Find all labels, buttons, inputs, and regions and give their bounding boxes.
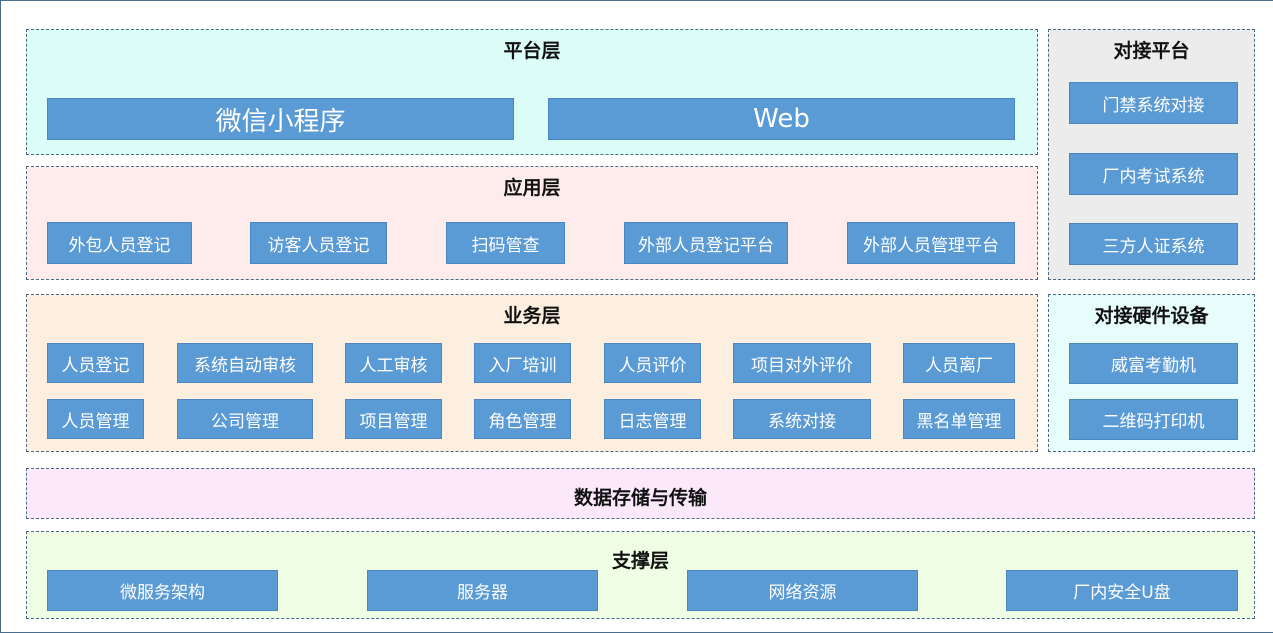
blacklist-management-box: 黑名单管理 (903, 399, 1015, 439)
factory-training-box: 入厂培训 (474, 343, 571, 383)
project-external-evaluation-box: 项目对外评价 (733, 343, 871, 383)
network-resources-box: 网络资源 (687, 570, 918, 611)
data-layer-panel: 数据存储与传输 (26, 468, 1255, 519)
application-layer-title: 应用层 (503, 177, 561, 199)
external-registration-platform-box: 外部人员登记平台 (624, 222, 788, 264)
scan-check-box: 扫码管查 (446, 222, 565, 264)
wechat-miniprogram-box: 微信小程序 (47, 98, 514, 140)
business-layer-panel: 业务层 人员登记 系统自动审核 人工审核 入厂培训 人员评价 项目对外评价 人员… (26, 294, 1038, 452)
platform-layer-panel: 平台层 微信小程序 Web (26, 29, 1038, 155)
microservice-architecture-box: 微服务架构 (47, 570, 278, 611)
attendance-machine-box: 威富考勤机 (1069, 343, 1238, 384)
log-management-box: 日志管理 (604, 399, 701, 439)
factory-exam-system-box: 厂内考试系统 (1069, 153, 1238, 195)
role-management-box: 角色管理 (474, 399, 571, 439)
docking-hardware-title: 对接硬件设备 (1094, 305, 1209, 327)
data-layer-title: 数据存储与传输 (573, 487, 707, 509)
third-party-id-system-box: 三方人证系统 (1069, 223, 1238, 265)
personnel-leave-box: 人员离厂 (903, 343, 1015, 383)
docking-platform-panel: 对接平台 门禁系统对接 厂内考试系统 三方人证系统 (1048, 29, 1255, 280)
server-box: 服务器 (367, 570, 598, 611)
qr-printer-box: 二维码打印机 (1069, 399, 1238, 440)
support-layer-title: 支撑层 (611, 550, 669, 572)
docking-hardware-panel: 对接硬件设备 威富考勤机 二维码打印机 (1048, 294, 1255, 452)
web-box: Web (548, 98, 1015, 140)
business-layer-title: 业务层 (503, 305, 561, 327)
outsourced-registration-box: 外包人员登记 (47, 222, 192, 264)
access-control-docking-box: 门禁系统对接 (1069, 82, 1238, 124)
application-layer-panel: 应用层 外包人员登记 访客人员登记 扫码管查 外部人员登记平台 外部人员管理平台 (26, 166, 1038, 280)
visitor-registration-box: 访客人员登记 (250, 222, 387, 264)
platform-layer-title: 平台层 (503, 40, 561, 62)
manual-review-box: 人工审核 (345, 343, 442, 383)
system-docking-box: 系统对接 (733, 399, 871, 439)
auto-review-box: 系统自动审核 (177, 343, 313, 383)
personnel-evaluation-box: 人员评价 (604, 343, 701, 383)
docking-platform-title: 对接平台 (1113, 40, 1190, 62)
secure-usb-box: 厂内安全U盘 (1006, 570, 1238, 611)
personnel-registration-box: 人员登记 (47, 343, 144, 383)
company-management-box: 公司管理 (177, 399, 313, 439)
project-management-box: 项目管理 (345, 399, 442, 439)
external-management-platform-box: 外部人员管理平台 (847, 222, 1015, 264)
personnel-management-box: 人员管理 (47, 399, 144, 439)
support-layer-panel: 支撑层 微服务架构 服务器 网络资源 厂内安全U盘 (26, 531, 1255, 619)
